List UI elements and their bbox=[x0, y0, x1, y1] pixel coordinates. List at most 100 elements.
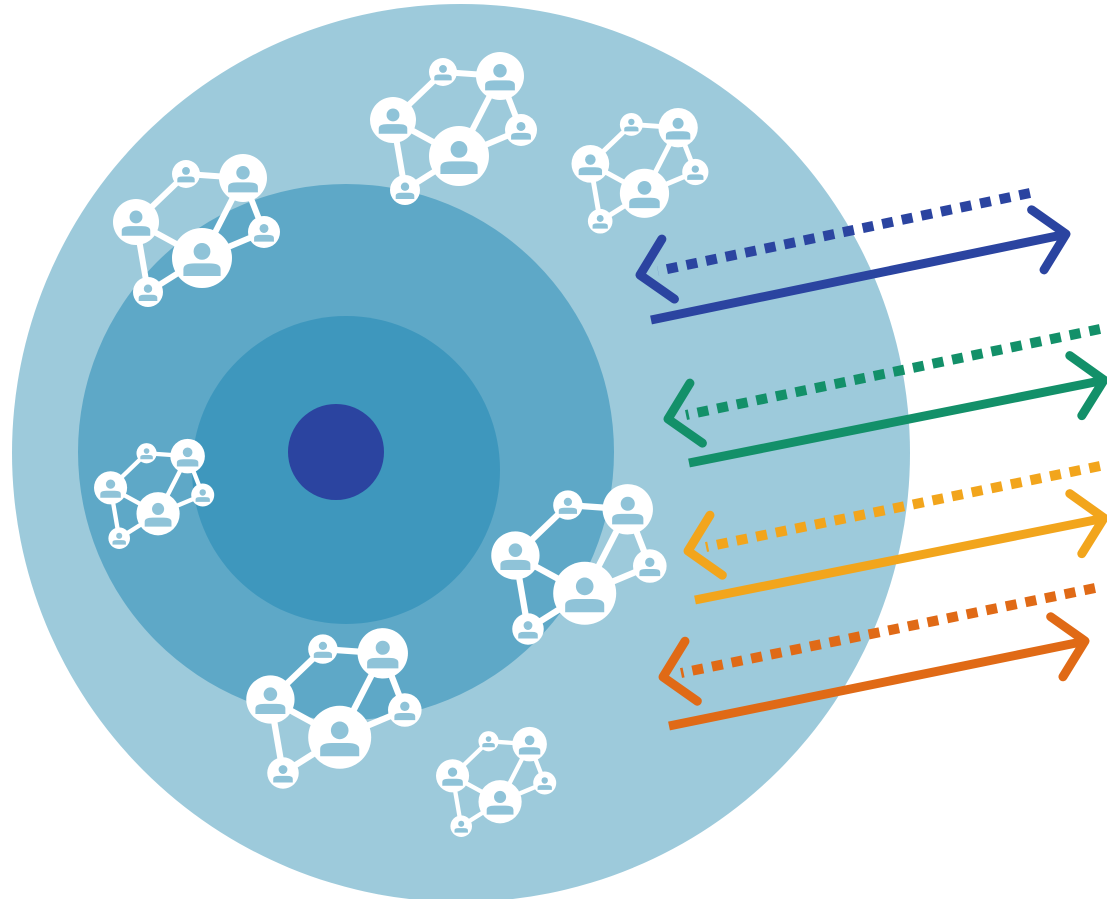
yellow-solid-arrow-head bbox=[1065, 489, 1107, 559]
person-icon bbox=[476, 52, 524, 100]
person-body bbox=[273, 775, 293, 783]
person-icon bbox=[248, 216, 280, 248]
person-body bbox=[176, 459, 199, 467]
person-icon bbox=[246, 675, 295, 724]
person-icon bbox=[658, 108, 698, 148]
person-icon bbox=[587, 208, 613, 234]
person-head bbox=[400, 182, 410, 191]
person-head bbox=[278, 765, 288, 774]
person-head bbox=[691, 165, 699, 173]
person-icon bbox=[308, 634, 338, 664]
person-body bbox=[486, 805, 514, 815]
person-icon bbox=[478, 780, 522, 824]
person-head bbox=[524, 735, 535, 746]
person-body bbox=[485, 80, 515, 91]
people-network bbox=[94, 438, 215, 549]
green-solid-arrow-head bbox=[1065, 351, 1107, 421]
person-head bbox=[263, 687, 278, 701]
person-icon bbox=[94, 471, 128, 505]
person-head bbox=[620, 496, 635, 511]
person-head bbox=[450, 141, 468, 158]
person-head bbox=[493, 64, 507, 78]
person-head bbox=[485, 736, 492, 742]
person-icon bbox=[619, 112, 643, 136]
yellow-solid-arrow-shaft bbox=[694, 514, 1101, 605]
yellow-dotted-arrow-head bbox=[683, 510, 727, 580]
people-network bbox=[491, 484, 667, 645]
person-head bbox=[458, 820, 465, 827]
person-icon bbox=[172, 160, 200, 188]
person-icon bbox=[553, 561, 617, 625]
person-head bbox=[628, 118, 635, 126]
yellow-dotted-arrow-shaft bbox=[704, 461, 1102, 552]
person-body bbox=[537, 785, 552, 790]
person-icon bbox=[133, 277, 163, 307]
person-icon bbox=[219, 154, 267, 202]
person-body bbox=[255, 703, 286, 714]
orange-solid-arrow-head bbox=[1046, 612, 1090, 682]
person-head bbox=[143, 448, 150, 454]
person-body bbox=[395, 192, 415, 199]
person-body bbox=[558, 507, 578, 514]
person-body bbox=[454, 828, 468, 833]
person-body bbox=[228, 182, 258, 193]
person-head bbox=[182, 447, 193, 458]
person-icon bbox=[429, 126, 489, 186]
person-body bbox=[138, 294, 158, 301]
rings-layer bbox=[12, 4, 910, 899]
person-icon bbox=[172, 228, 232, 288]
person-icon bbox=[533, 771, 557, 795]
person-icon bbox=[491, 531, 540, 580]
person-body bbox=[378, 124, 408, 134]
person-head bbox=[386, 108, 400, 122]
orange-arrow-pair bbox=[658, 583, 1097, 731]
person-icon bbox=[357, 628, 408, 679]
person-body bbox=[639, 569, 661, 577]
person-body bbox=[140, 455, 153, 460]
person-head bbox=[199, 489, 206, 496]
person-body bbox=[195, 497, 210, 502]
green-solid-arrow-shaft bbox=[688, 376, 1101, 468]
person-head bbox=[447, 767, 458, 777]
blue-solid-arrow-head bbox=[1027, 205, 1071, 275]
person-icon bbox=[619, 168, 670, 218]
people-network bbox=[370, 52, 537, 205]
person-head bbox=[494, 790, 507, 804]
networks-layer bbox=[94, 52, 709, 837]
person-head bbox=[143, 284, 153, 293]
person-body bbox=[254, 234, 274, 242]
blue-dotted-arrow-shaft bbox=[656, 188, 1032, 276]
person-body bbox=[687, 174, 704, 180]
person-body bbox=[144, 517, 172, 527]
people-network bbox=[571, 108, 709, 234]
person-icon bbox=[388, 693, 422, 727]
person-icon bbox=[633, 549, 667, 583]
person-head bbox=[259, 224, 269, 233]
person-body bbox=[434, 74, 452, 81]
person-head bbox=[508, 543, 523, 557]
person-body bbox=[565, 598, 605, 613]
person-icon bbox=[602, 484, 653, 535]
person-body bbox=[394, 713, 416, 721]
person-body bbox=[629, 197, 660, 209]
person-icon bbox=[450, 815, 473, 837]
person-icon bbox=[136, 492, 180, 536]
person-head bbox=[523, 621, 533, 630]
person-head bbox=[516, 122, 526, 131]
orange-solid-arrow-shaft bbox=[668, 637, 1082, 731]
person-icon bbox=[512, 726, 547, 762]
person-icon bbox=[113, 199, 159, 245]
person-icon bbox=[191, 483, 215, 507]
person-head bbox=[400, 701, 410, 712]
person-body bbox=[578, 167, 603, 176]
orange-dotted-arrow-shaft bbox=[679, 583, 1097, 678]
person-body bbox=[367, 657, 399, 669]
person-icon bbox=[267, 757, 299, 789]
core bbox=[288, 404, 384, 500]
yellow-arrow-pair bbox=[683, 461, 1107, 605]
person-icon bbox=[553, 490, 583, 520]
person-icon bbox=[571, 144, 610, 183]
person-icon bbox=[390, 175, 420, 205]
person-icon bbox=[136, 443, 157, 464]
